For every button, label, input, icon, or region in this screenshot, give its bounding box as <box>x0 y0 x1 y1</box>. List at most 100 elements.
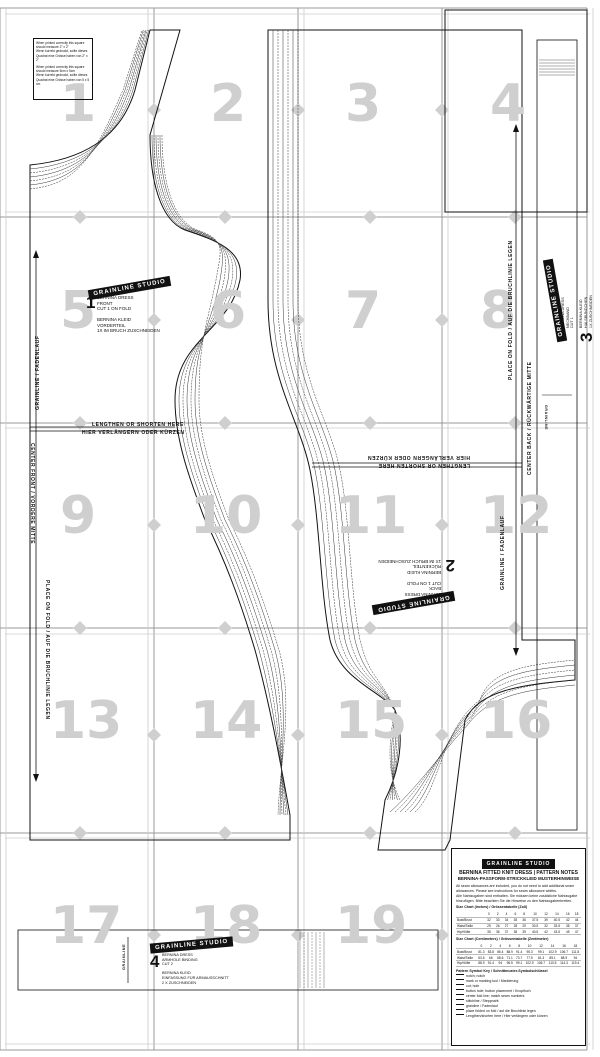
arrow-head-icon <box>513 124 519 132</box>
table-cell: 99.1 <box>535 948 547 956</box>
symbol-line-icon <box>456 994 464 998</box>
table-cell: 45 <box>563 928 573 936</box>
size-header-cell: 18 <box>569 943 581 950</box>
symbol-key-label: button hole; button placement / Knopfloc… <box>466 989 531 994</box>
symbol-key-label: stitchline / Steppnaht <box>466 999 499 1004</box>
table-cell: 114.3 <box>558 960 570 967</box>
neckband-outline <box>536 39 578 831</box>
binding-outline <box>17 929 439 991</box>
alignment-diamond <box>435 728 449 742</box>
table-cell: 68.6 <box>495 954 505 962</box>
back-size-line <box>277 30 398 801</box>
arrow-head-icon <box>513 648 519 656</box>
piece-number-1: 1 <box>86 293 96 312</box>
alignment-diamond <box>218 621 232 635</box>
notes-brand: GRAINLINE STUDIO <box>481 859 556 869</box>
tile-number-12: 12 <box>480 486 553 546</box>
symbol-key-label: place folded on fold / auf die Bruchlini… <box>466 1009 536 1014</box>
table-cell: 94 <box>495 960 505 967</box>
piece-number-2: 2 <box>445 556 455 575</box>
back-pattern-outline <box>267 29 576 851</box>
table-cell: 42 <box>563 917 573 924</box>
table-cell: 73.7 <box>514 954 524 962</box>
table-cell: 30.5 <box>528 923 542 930</box>
symbol-key-title: Pattern Symbol Key / Schnittmuster-Symbo… <box>456 968 548 973</box>
alignment-diamond <box>363 416 377 430</box>
tile-number-19: 19 <box>335 896 408 956</box>
symbol-line-icon <box>456 989 464 993</box>
symbol-line-icon <box>456 999 464 1003</box>
table-cell: 111.8 <box>569 948 581 956</box>
size-header-cell: 8 <box>519 911 529 918</box>
shorten-label-back: HIER VERLÄNGERN ODER KÜRZEN <box>367 454 470 460</box>
symbol-key-label: center fold line; match seam numbers <box>466 994 525 999</box>
size-chart-inches-title: Size Chart (Inches) / Grössentabelle (Zo… <box>456 905 528 910</box>
pattern-notes-panel: GRAINLINE STUDIO BERNINA FITTED KNIT DRE… <box>451 848 586 1046</box>
center-back-label: CENTER BACK / RÜCKWÄRTIGE MITTE <box>527 361 533 475</box>
symbol-line-icon <box>456 1004 464 1008</box>
symbol-key-item: Lengthen/shorten here / Hier verlängern … <box>456 1014 581 1018</box>
alignment-diamond <box>363 826 377 840</box>
back-size-line <box>287 30 396 801</box>
table-cell: 106.7 <box>535 960 547 967</box>
table-cell: 25 <box>484 923 494 930</box>
table-cell: 34 <box>502 917 511 924</box>
back-size-line <box>292 30 398 801</box>
table-cell: 35 <box>510 917 520 924</box>
symbol-key-label: notch; notch <box>466 974 486 979</box>
tile-number-13: 13 <box>50 691 123 751</box>
table-cell: 110.5 <box>546 960 559 967</box>
table-cell: 99.1 <box>514 960 524 967</box>
table-cell: 40.5 <box>550 917 564 924</box>
table-cell: 66 <box>486 954 496 962</box>
alignment-diamond <box>363 210 377 224</box>
alignment-diamond <box>73 621 87 635</box>
table-cell: 71.1 <box>504 954 515 962</box>
test-square-note-inch: When printed correctly this square shoul… <box>36 41 88 62</box>
row-label: Bust/Brust <box>456 917 485 924</box>
alignment-diamond <box>435 313 449 327</box>
table-cell: 96.5 <box>504 960 515 967</box>
shorten-label-front: HIER VERLÄNGERN ODER KÜRZEN <box>82 430 185 436</box>
notes-seam-allowance: All seam allowances are included, you do… <box>456 884 575 893</box>
size-header-cell: 14 <box>546 943 559 950</box>
piece-label-3: GRAINLINE STUDIO 3 BERNINA DRESS NECKBAN… <box>542 258 597 343</box>
size-chart-cm-title: Size Chart (Centimeters) / Grössentabell… <box>456 937 549 942</box>
front-size-line <box>29 29 144 186</box>
front-size-line <box>153 134 287 816</box>
alignment-diamond <box>73 416 87 430</box>
alignment-diamond <box>291 728 305 742</box>
place-on-fold-label-back: PLACE ON FOLD / AUF DIE BRUCHLINIE LEGEN <box>508 240 514 380</box>
tile-number-8: 8 <box>480 281 517 341</box>
row-label: Waist/Taille <box>456 923 485 930</box>
size-header-cell: 6 <box>504 943 515 950</box>
tile-number-11: 11 <box>335 486 408 546</box>
alignment-diamond <box>363 621 377 635</box>
alignment-diamond <box>508 826 522 840</box>
grainline-label-neckband: GRAINLINE <box>544 405 548 431</box>
symbol-key-item: mark or marking tool / Markierung <box>456 979 581 983</box>
front-size-line <box>157 134 283 816</box>
alignment-diamond <box>435 928 449 942</box>
place-on-fold-label-front: PLACE ON FOLD / AUF DIE BRUCHLINIE LEGEN <box>44 580 50 720</box>
alignment-diamond <box>508 210 522 224</box>
grainline-label-back: GRAINLINE / FADENLAUF <box>500 515 506 590</box>
size-header-cell: 6 <box>510 911 520 918</box>
table-cell: 86.4 <box>495 948 505 956</box>
table-cell: 37 <box>502 928 511 936</box>
size-header-cell: 2 <box>486 943 496 950</box>
alignment-diamond <box>218 826 232 840</box>
table-cell: 102.9 <box>523 960 536 967</box>
table-cell: 32 <box>484 917 494 924</box>
tile-number-2: 2 <box>210 74 247 134</box>
table-cell: 37 <box>572 923 581 930</box>
size-header-cell: 10 <box>528 911 542 918</box>
back-size-line <box>297 30 401 801</box>
table-cell: 36 <box>493 928 503 936</box>
